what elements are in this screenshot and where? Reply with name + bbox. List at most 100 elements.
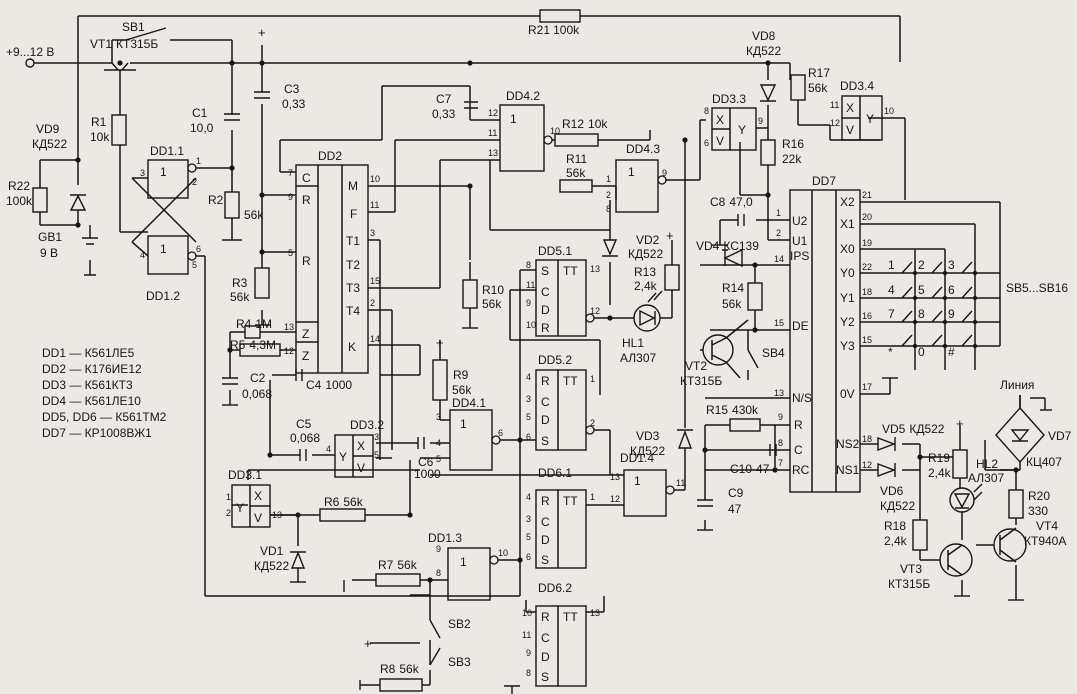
- r9-value: 56k: [452, 383, 472, 397]
- svg-text:R16: R16: [782, 137, 804, 151]
- c3-ref: C3: [284, 82, 300, 96]
- vd8-diode-icon: [759, 84, 777, 102]
- line-label: Линия: [1000, 378, 1034, 392]
- r17-ref: R17: [808, 66, 830, 80]
- dd5-1-pin-r: R: [541, 321, 550, 335]
- dd2-pin-r1: R: [302, 193, 311, 207]
- key-6-label: 6: [948, 283, 955, 297]
- vt1-transistor-icon: [104, 62, 136, 82]
- svg-text:0,068: 0,068: [242, 387, 272, 401]
- c5-ref: C5: [296, 417, 312, 431]
- c4-ref: C4: [306, 378, 322, 392]
- svg-text:9: 9: [526, 648, 531, 658]
- svg-text:8: 8: [778, 438, 783, 448]
- dd3-3-chip: X Y V DD3.3: [711, 92, 757, 151]
- hl1-led-icon: [633, 290, 663, 332]
- dd5-2-pin-r: R: [541, 374, 550, 388]
- dd6-2-pin-r: R: [541, 610, 550, 624]
- plus-marker-r9: +: [436, 335, 444, 350]
- key-hash-switch: #: [948, 334, 973, 359]
- svg-text:3: 3: [526, 394, 531, 404]
- svg-text:R3: R3: [232, 276, 248, 290]
- svg-text:9: 9: [436, 544, 441, 554]
- dd6-1-flipflop: R C D S TT DD6.1: [535, 466, 587, 569]
- vd7-type: КЦ407: [1026, 455, 1062, 469]
- dd3-2-chip: X Y V DD3.2: [334, 418, 384, 478]
- svg-text:0,33: 0,33: [432, 107, 456, 121]
- key-0-switch: 0: [918, 334, 943, 359]
- dd7-pin-x1: X1: [840, 217, 855, 231]
- svg-text:10: 10: [522, 608, 532, 618]
- key-2-label: 2: [918, 258, 925, 272]
- vd2-diode-icon: [602, 239, 618, 257]
- dd7-pin-ns: N/S: [792, 391, 812, 405]
- r14-value: 56k: [722, 297, 742, 311]
- key-5-switch: 5: [918, 283, 943, 299]
- svg-text:2: 2: [192, 177, 197, 187]
- svg-text:2: 2: [370, 298, 375, 308]
- vd2-type: КД522: [628, 247, 663, 261]
- svg-text:5: 5: [192, 260, 197, 270]
- dd3-chips: X Y V DD3.1 X Y V DD3.2 X Y V DD3.3: [228, 79, 883, 528]
- svg-text:56k: 56k: [230, 290, 250, 304]
- vd6-type: КД522: [880, 499, 915, 513]
- r5-value: 4,3М: [249, 338, 276, 352]
- dd2-chip: DD2 C R R Z Z M F T1 T2 T3 T4 K: [295, 149, 369, 374]
- svg-text:21: 21: [862, 190, 872, 200]
- legend-item-dd2: DD2 — К176ИЕ12: [42, 362, 142, 376]
- vd9-ref: VD9: [36, 122, 60, 136]
- svg-text:56k: 56k: [482, 297, 502, 311]
- key-star-switch: *: [888, 334, 913, 359]
- svg-text:22: 22: [862, 262, 872, 272]
- legend-item-dd5-dd6: DD5, DD6 — К561ТМ2: [42, 410, 167, 424]
- r18-value: 2,4k: [884, 534, 908, 548]
- dd5-2-pin-s: S: [541, 434, 549, 448]
- dd5-2-pin-tt: TT: [563, 374, 578, 388]
- svg-text:20: 20: [862, 212, 872, 222]
- dd2-pin-z2: Z: [302, 349, 309, 363]
- svg-text:13: 13: [774, 388, 784, 398]
- dd2-pin-m: M: [348, 179, 358, 193]
- r12-value: 10k: [588, 117, 608, 131]
- r1-ref: R1: [91, 115, 107, 129]
- r10-value: 56k: [482, 297, 502, 311]
- dd3-4-pin-v: V: [846, 123, 854, 137]
- svg-text:11: 11: [522, 630, 531, 640]
- plus-markers: + + + + +: [258, 25, 964, 651]
- c9-value: 47: [728, 502, 742, 516]
- dd2-pin-k: K: [348, 340, 356, 354]
- key-6-switch: 6: [948, 283, 973, 299]
- svg-text:18: 18: [862, 287, 872, 297]
- svg-text:2: 2: [606, 190, 611, 200]
- key-2-switch: 2: [918, 258, 943, 274]
- bridge-rectifier-icon: [995, 406, 1045, 464]
- vd8-ref: VD8: [752, 29, 776, 43]
- legend-item-dd3: DD3 — К561КТ3: [42, 378, 133, 392]
- dd3-2-label: DD3.2: [350, 418, 384, 432]
- dd1-1-symbol: 1: [160, 165, 167, 179]
- svg-text:2,4k: 2,4k: [928, 466, 952, 480]
- supply-terminal: +9...12 В: [6, 45, 54, 68]
- r17-value: 56k: [808, 81, 828, 95]
- c3-value: 0,33: [282, 97, 306, 111]
- svg-text:4: 4: [436, 438, 441, 448]
- vt4-type: КТ940А: [1024, 534, 1066, 548]
- r7-value: 56k: [397, 558, 417, 572]
- svg-text:R54,3М: R54,3М: [230, 338, 276, 352]
- c10-ref: C10: [730, 462, 752, 476]
- dd7-pin-y3: Y3: [840, 339, 855, 353]
- svg-text:12: 12: [610, 494, 620, 504]
- vt3-transistor-icon: [939, 543, 973, 577]
- key-hash-label: #: [948, 345, 955, 359]
- r21-ref: R21: [528, 23, 550, 37]
- svg-text:3: 3: [526, 514, 531, 524]
- svg-text:11: 11: [526, 280, 535, 290]
- switches: [125, 27, 759, 666]
- dd3-1-pin-v: V: [254, 511, 262, 525]
- plus-marker-c3: +: [258, 25, 266, 40]
- svg-text:14: 14: [370, 334, 380, 344]
- legend-item-dd4: DD4 — К561ЛЕ10: [42, 394, 141, 408]
